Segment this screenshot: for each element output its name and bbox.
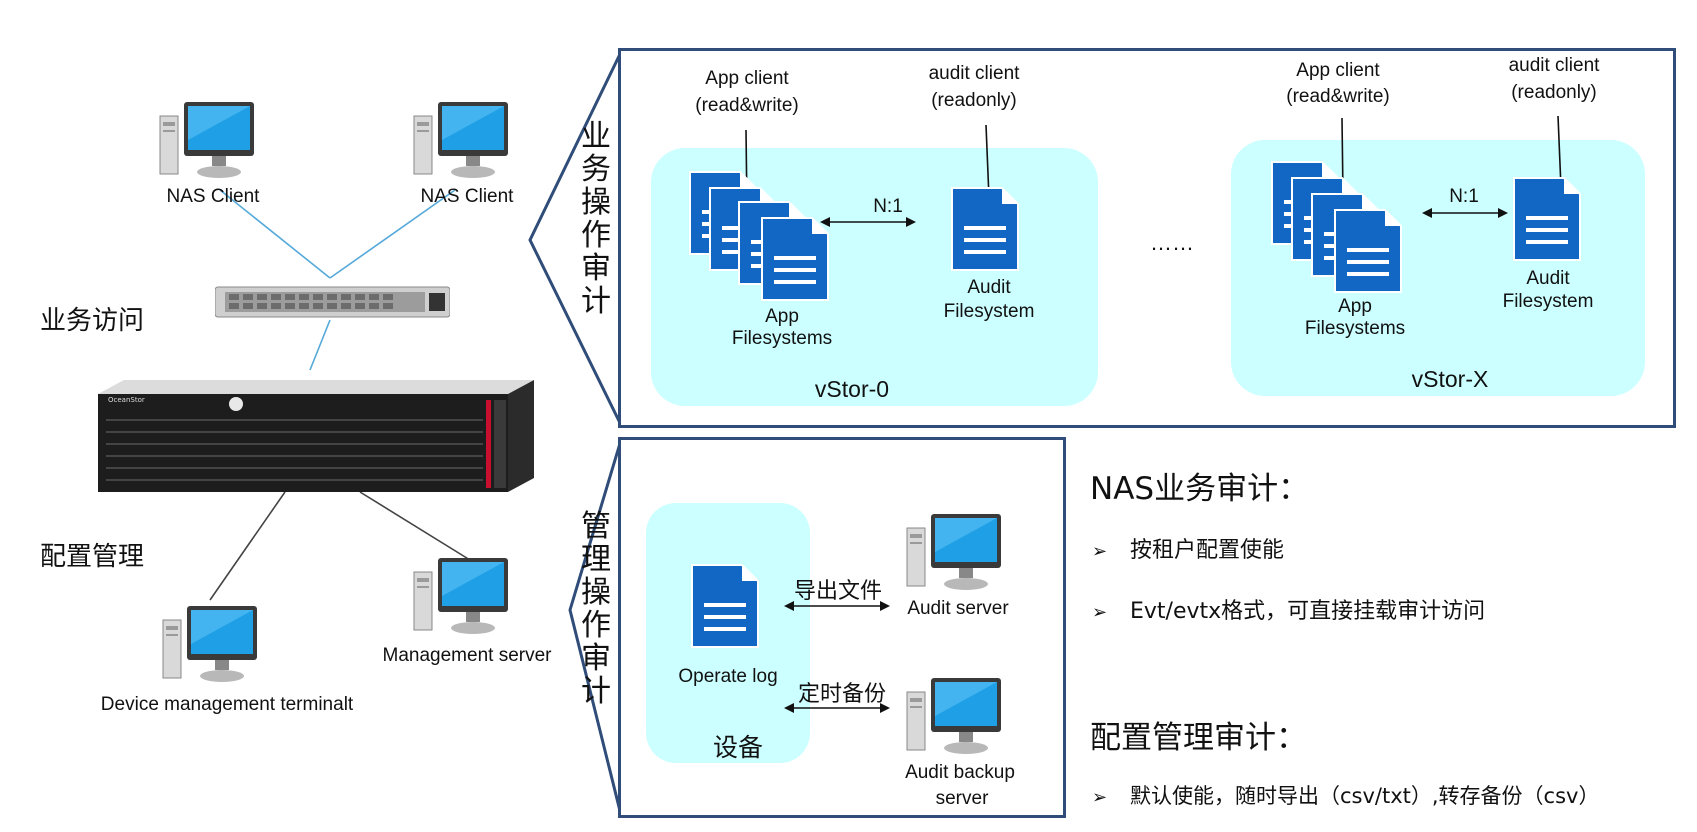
- vstor-x-audit-fs-label-2: Filesystem: [1502, 291, 1594, 312]
- vstor-0-app-fs-label-2: Filesystems: [731, 328, 833, 349]
- nas-audit-item-1: ➢ 按租户配置使能: [1092, 532, 1284, 564]
- vstor-x-audit-fs-label: Audit: [1526, 268, 1570, 289]
- bullet-arrow-icon: ➢: [1092, 787, 1108, 808]
- nas-client-2-pc-icon: [412, 100, 512, 180]
- config-audit-item-1-text: 默认使能，随时导出（csv/txt）,转存备份（csv）: [1130, 784, 1600, 808]
- vstor-x-name: vStor-X: [1411, 366, 1489, 392]
- config-management-label: 配置管理: [40, 542, 145, 572]
- management-audit-side-label: 管理操作审计: [581, 509, 611, 709]
- audit-backup-server-pc-icon: [905, 676, 1005, 756]
- ellipsis-label: ……: [1150, 230, 1194, 255]
- vstor-x-app-fs-doc-4-icon: [1333, 208, 1403, 294]
- vstor-0-app-fs-doc-4-icon: [760, 216, 830, 302]
- vstor-x-audit-client-label: audit client: [1508, 55, 1600, 76]
- management-arrows: [784, 601, 890, 713]
- business-audit-side-label: 业务操作审计: [581, 119, 611, 319]
- vstor-0-app-fs-label: App: [765, 306, 799, 327]
- business-access-label: 业务访问: [40, 306, 145, 336]
- storage-array-icon: OceanStor: [98, 380, 534, 492]
- audit-backup-server-label: Audit backup: [905, 762, 1015, 783]
- nas-client-1-label: NAS Client: [166, 186, 260, 207]
- device-terminal-label: Device management terminalt: [100, 694, 354, 715]
- vstor-x-ratio: N:1: [1449, 186, 1479, 207]
- config-audit-heading: 配置管理审计：: [1090, 720, 1307, 756]
- nas-client-1-pc-icon: [158, 100, 258, 180]
- nas-audit-heading: NAS业务审计：: [1090, 471, 1310, 507]
- business-callout-wedge: [528, 51, 623, 426]
- vstor-0-audit-client-mode: (readonly): [931, 90, 1017, 111]
- audit-backup-server-label-2: server: [935, 788, 989, 809]
- nas-audit-item-2: ➢ Evt/evtx格式，可直接挂载审计访问: [1092, 593, 1485, 625]
- config-audit-item-1: ➢ 默认使能，随时导出（csv/txt）,转存备份（csv）: [1092, 780, 1599, 810]
- vstor-x-app-fs-label-2: Filesystems: [1304, 318, 1406, 339]
- link-nas-client-1: [219, 189, 331, 279]
- operate-log-label: Operate log: [678, 666, 778, 687]
- vstor-x-app-fs-label: App: [1338, 296, 1372, 317]
- vstor-0-ratio: N:1: [873, 196, 903, 217]
- network-switch-icon: [215, 286, 450, 318]
- management-callout-wedge: [568, 439, 623, 816]
- export-file-label: 导出文件: [793, 579, 883, 604]
- scheduled-backup-label: 定时备份: [797, 682, 887, 707]
- vstor-x-app-client-label: App client: [1296, 60, 1380, 81]
- audit-server-pc-icon: [905, 512, 1005, 592]
- link-switch-storage: [309, 319, 331, 371]
- nas-audit-item-2-text: Evt/evtx格式，可直接挂载审计访问: [1130, 599, 1486, 624]
- vstor-0-name: vStor-0: [814, 376, 890, 402]
- vstor-0-app-client-label: App client: [705, 68, 789, 89]
- management-server-pc-icon: [412, 556, 512, 636]
- vstor-x-audit-client-mode: (readonly): [1511, 82, 1597, 103]
- vstor-x-app-client-mode: (read&write): [1286, 86, 1390, 107]
- bullet-arrow-icon: ➢: [1092, 541, 1108, 562]
- device-terminal-pc-icon: [161, 604, 261, 684]
- nas-audit-item-1-text: 按租户配置使能: [1130, 538, 1285, 563]
- bullet-arrow-icon: ➢: [1092, 602, 1108, 623]
- vstor-0-audit-fs-label-2: Filesystem: [943, 301, 1035, 322]
- device-label: 设备: [712, 733, 764, 762]
- nas-client-2-label: NAS Client: [420, 186, 514, 207]
- vstor-x-audit-fs-doc-icon: [1512, 176, 1582, 262]
- management-server-label: Management server: [382, 645, 552, 666]
- vstor-0-audit-fs-label: Audit: [967, 277, 1011, 298]
- storage-brand-text: OceanStor: [108, 396, 145, 404]
- link-storage-mgmt-server: [359, 491, 471, 561]
- vstor-0-audit-client-label: audit client: [928, 63, 1020, 84]
- link-storage-terminal: [209, 491, 286, 601]
- link-nas-client-2: [329, 189, 456, 279]
- vstor-0-audit-fs-doc-icon: [950, 186, 1020, 272]
- audit-server-label: Audit server: [907, 598, 1009, 619]
- vstor-0-app-client-mode: (read&write): [695, 95, 799, 116]
- operate-log-doc-icon: [690, 563, 760, 649]
